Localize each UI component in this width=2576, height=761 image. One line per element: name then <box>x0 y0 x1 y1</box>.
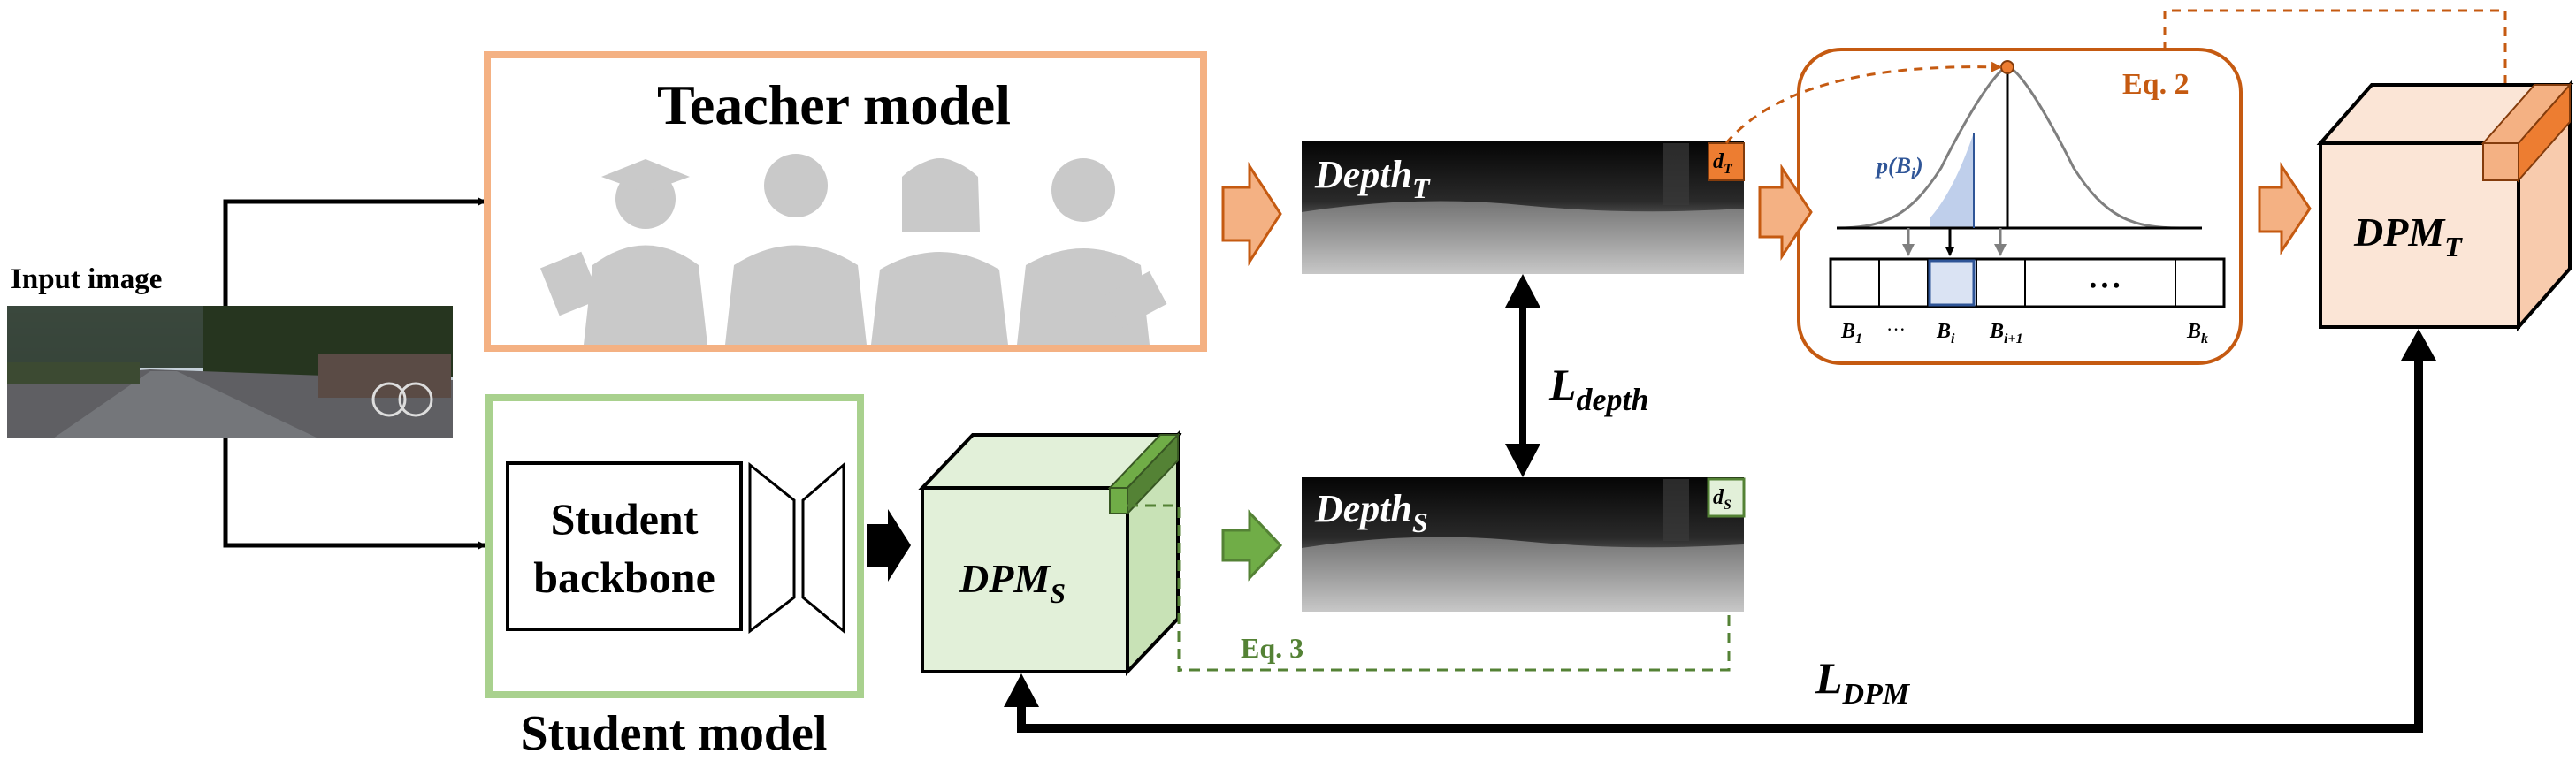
probability-curve <box>1836 60 2202 230</box>
depth-teacher-patch-label: dT <box>1713 150 1733 177</box>
teacher-silhouettes-icon <box>539 154 1167 345</box>
dpm-student-cube <box>918 430 1182 677</box>
probability-bin-label: p(Bi) <box>1875 153 1923 182</box>
bin-label-bi1: Bi+1 <box>1989 320 2023 346</box>
depth-teacher-map <box>1302 141 1744 274</box>
bin-label-bi: Bi <box>1936 320 1955 346</box>
decoder-block-icon-2 <box>801 461 845 635</box>
depth-student-map <box>1302 477 1744 612</box>
bin-label-bk: Bk <box>2186 320 2208 346</box>
input-to-teacher-connector <box>223 197 486 306</box>
bins-to-dpm-teacher-arrow <box>2258 162 2312 255</box>
input-image <box>7 306 453 438</box>
input-to-student-connector <box>223 438 486 550</box>
depth-student-patch <box>1707 477 1746 518</box>
depth-to-bins-arrow <box>1758 164 1813 261</box>
depth-student-patch-label: dS <box>1713 486 1731 513</box>
dpm-to-depth-student-arrow <box>1221 509 1283 582</box>
student-backbone-box <box>506 461 743 631</box>
depth-teacher-patch <box>1708 142 1745 181</box>
depth-loss-label: Ldepth <box>1548 360 1649 417</box>
bin-middle-dots: • • • <box>2090 274 2120 296</box>
student-model-label: Student model <box>521 706 828 761</box>
decoder-block-icon <box>748 461 796 635</box>
eq2-dashed-connector <box>2163 9 2511 118</box>
student-backbone-label-line1: Student <box>551 494 699 544</box>
dpm-loss-arrow <box>1004 329 2436 733</box>
patch-to-peak-dashed-connector <box>1724 61 2002 144</box>
eq3-label: Eq. 3 <box>1241 632 1303 664</box>
depth-loss-arrow <box>1505 274 1540 477</box>
dpm-teacher-cube <box>2316 80 2574 332</box>
teacher-to-depth-arrow <box>1221 161 1282 267</box>
dpm-student-label: DPMS <box>959 556 1066 609</box>
student-backbone-label-line2: backbone <box>533 552 715 602</box>
dpm-loss-label: LDPM <box>1815 653 1911 711</box>
dpm-teacher-label: DPMT <box>2353 209 2463 263</box>
bin-row <box>1829 257 2226 308</box>
eq2-label: Eq. 2 <box>2122 68 2190 101</box>
depth-teacher-label: DepthT <box>1314 153 1431 204</box>
bin-label-dots: ··· <box>1886 318 1906 340</box>
input-image-label: Input image <box>11 263 162 295</box>
backbone-to-dpm-arrow <box>867 509 911 582</box>
bin-label-b1: B1 <box>1840 320 1862 346</box>
teacher-model-title: Teacher model <box>657 73 1011 136</box>
depth-student-label: DepthS <box>1314 487 1428 538</box>
eq3-dashed-connector <box>1127 504 1734 672</box>
